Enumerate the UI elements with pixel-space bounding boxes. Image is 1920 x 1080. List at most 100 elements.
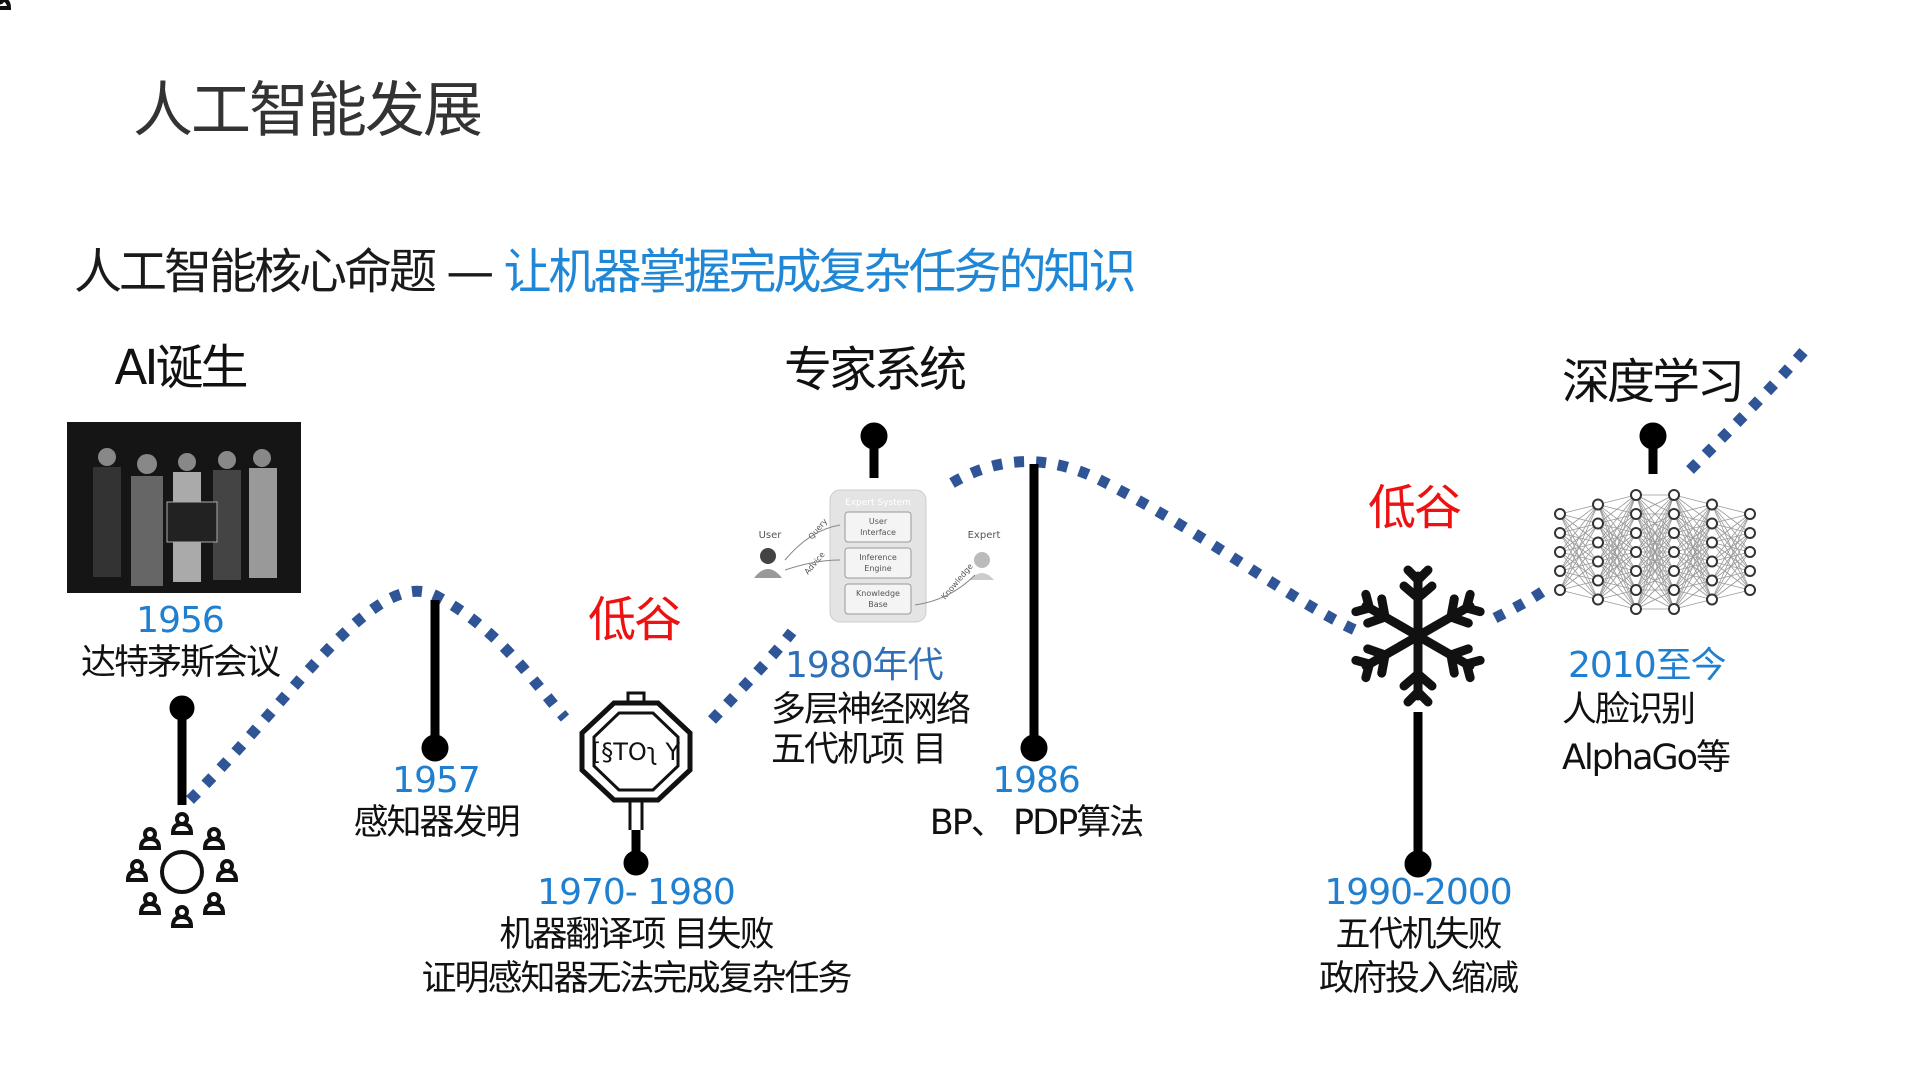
- nn-edge: [1559, 504, 1599, 515]
- nn-edge: [1559, 589, 1599, 600]
- nn-edge: [1635, 513, 1675, 610]
- nn-node: [1592, 498, 1604, 511]
- nn-edge: [1597, 494, 1637, 505]
- nn-edge: [1559, 504, 1599, 553]
- svg-text:User: User: [869, 517, 888, 526]
- nn-edge: [1673, 580, 1713, 610]
- svg-text:Base: Base: [868, 600, 888, 609]
- era-expert-systems: 专家系统: [783, 342, 967, 398]
- nn-node: [1744, 565, 1756, 577]
- stop-sign-text: [§TOʅ Y: [592, 738, 681, 766]
- neural-network-icon: [1554, 489, 1756, 615]
- milestone-year: 1956: [136, 600, 225, 641]
- timeline-pins: [169, 422, 1667, 878]
- milestone-text: 五代机项 目: [771, 730, 947, 770]
- svg-text:Engine: Engine: [864, 564, 891, 573]
- nn-node: [1668, 584, 1680, 596]
- pin-2010: [1639, 422, 1667, 474]
- milestone-text: 证明感知器无法完成复杂任务: [421, 959, 852, 999]
- nn-edge: [1597, 570, 1637, 600]
- nn-edge: [1673, 504, 1713, 534]
- milestone-year: 1957: [392, 760, 481, 801]
- subtitle-highlight: 让机器掌握完成复杂任务的知识: [503, 244, 1137, 300]
- era-deep-learning: 深度学习: [1561, 354, 1745, 410]
- pin-1970: [623, 830, 649, 876]
- nn-edge: [1635, 494, 1675, 591]
- nn-edge: [1711, 532, 1751, 600]
- nn-node: [1630, 508, 1642, 520]
- nn-edge: [1673, 504, 1713, 610]
- nn-edge: [1635, 494, 1675, 610]
- nn-node: [1668, 489, 1680, 501]
- nn-node: [1554, 546, 1566, 558]
- nn-node: [1706, 536, 1718, 549]
- nn-edge: [1635, 589, 1675, 610]
- nn-node: [1706, 517, 1718, 530]
- milestone-year: 1970- 1980: [537, 872, 736, 913]
- nn-edge: [1635, 494, 1675, 572]
- svg-text:Expert System: Expert System: [845, 498, 911, 508]
- milestone-year: 1990-2000: [1324, 872, 1512, 913]
- nn-node: [1630, 584, 1642, 596]
- nn-node: [1554, 508, 1566, 520]
- nn-edge: [1559, 542, 1599, 591]
- nn-edge: [1635, 551, 1675, 610]
- svg-text:Interface: Interface: [860, 528, 896, 537]
- milestone-2010: 2010至今 人脸识别 AlphaGo等: [1562, 636, 1731, 780]
- nn-node: [1630, 565, 1642, 577]
- nn-edge: [1673, 494, 1713, 505]
- nn-node: [1554, 527, 1566, 539]
- nn-edge: [1559, 580, 1599, 591]
- milestone-text: 达特茅斯会议: [80, 643, 281, 683]
- nn-edge: [1559, 561, 1599, 591]
- nn-edge: [1559, 504, 1599, 572]
- expert-system-diagram: Expert System User Interface Inference E…: [754, 489, 1000, 623]
- nn-edge: [1597, 599, 1637, 610]
- nn-edge: [1711, 551, 1751, 600]
- page-title: 人工智能发展: [133, 76, 483, 146]
- nn-edge: [1597, 494, 1637, 562]
- trend-wave: [186, 346, 1810, 804]
- nn-edge: [1673, 542, 1713, 610]
- nn-node: [1706, 574, 1718, 587]
- milestone-text: 五代机失败: [1335, 915, 1502, 955]
- nn-node: [1668, 603, 1680, 615]
- nn-node: [1668, 546, 1680, 558]
- nn-node: [1592, 574, 1604, 587]
- nn-node: [1744, 584, 1756, 596]
- nn-edge: [1711, 504, 1751, 515]
- nn-edge: [1711, 513, 1751, 524]
- nn-edge: [1597, 532, 1637, 600]
- subtitle: 人工智能核心命题 — 让机器掌握完成复杂任务的知识: [74, 232, 1137, 302]
- nn-node: [1554, 584, 1566, 596]
- milestone-text: 多层神经网络: [771, 690, 971, 730]
- milestone-text: AlphaGo等: [1562, 738, 1731, 778]
- nn-node: [1706, 593, 1718, 606]
- nn-node: [1744, 546, 1756, 558]
- nn-node: [1630, 546, 1642, 558]
- nn-edge: [1673, 599, 1713, 610]
- stop-sign-icon: [§TOʅ Y: [579, 691, 693, 830]
- nn-node: [1592, 593, 1604, 606]
- nn-edge: [1597, 551, 1637, 600]
- nn-node: [1668, 565, 1680, 577]
- nn-node: [1706, 555, 1718, 568]
- subtitle-prefix: 人工智能核心命题 —: [74, 244, 504, 300]
- milestone-1970-1980: 1970- 1980 机器翻译项 目失败 证明感知器无法完成复杂任务: [421, 872, 852, 1001]
- milestone-year: 1980年代: [785, 645, 944, 686]
- svg-text:Knowledge: Knowledge: [940, 562, 975, 602]
- nn-node: [1592, 517, 1604, 530]
- nn-node: [1668, 508, 1680, 520]
- milestone-text: BP、 PDP算法: [929, 803, 1144, 843]
- nn-edge: [1597, 589, 1637, 600]
- nn-node: [1630, 489, 1642, 501]
- milestone-1980s: 1980年代 多层神经网络 五代机项 目: [771, 636, 971, 768]
- pin-1956: [169, 695, 195, 805]
- nn-node: [1744, 508, 1756, 520]
- nn-node: [1630, 603, 1642, 615]
- milestone-1986: 1986 BP、 PDP算法: [929, 760, 1144, 845]
- nn-node: [1554, 565, 1566, 577]
- nn-node: [1744, 527, 1756, 539]
- nn-edge: [1559, 523, 1599, 591]
- nn-node: [1592, 536, 1604, 549]
